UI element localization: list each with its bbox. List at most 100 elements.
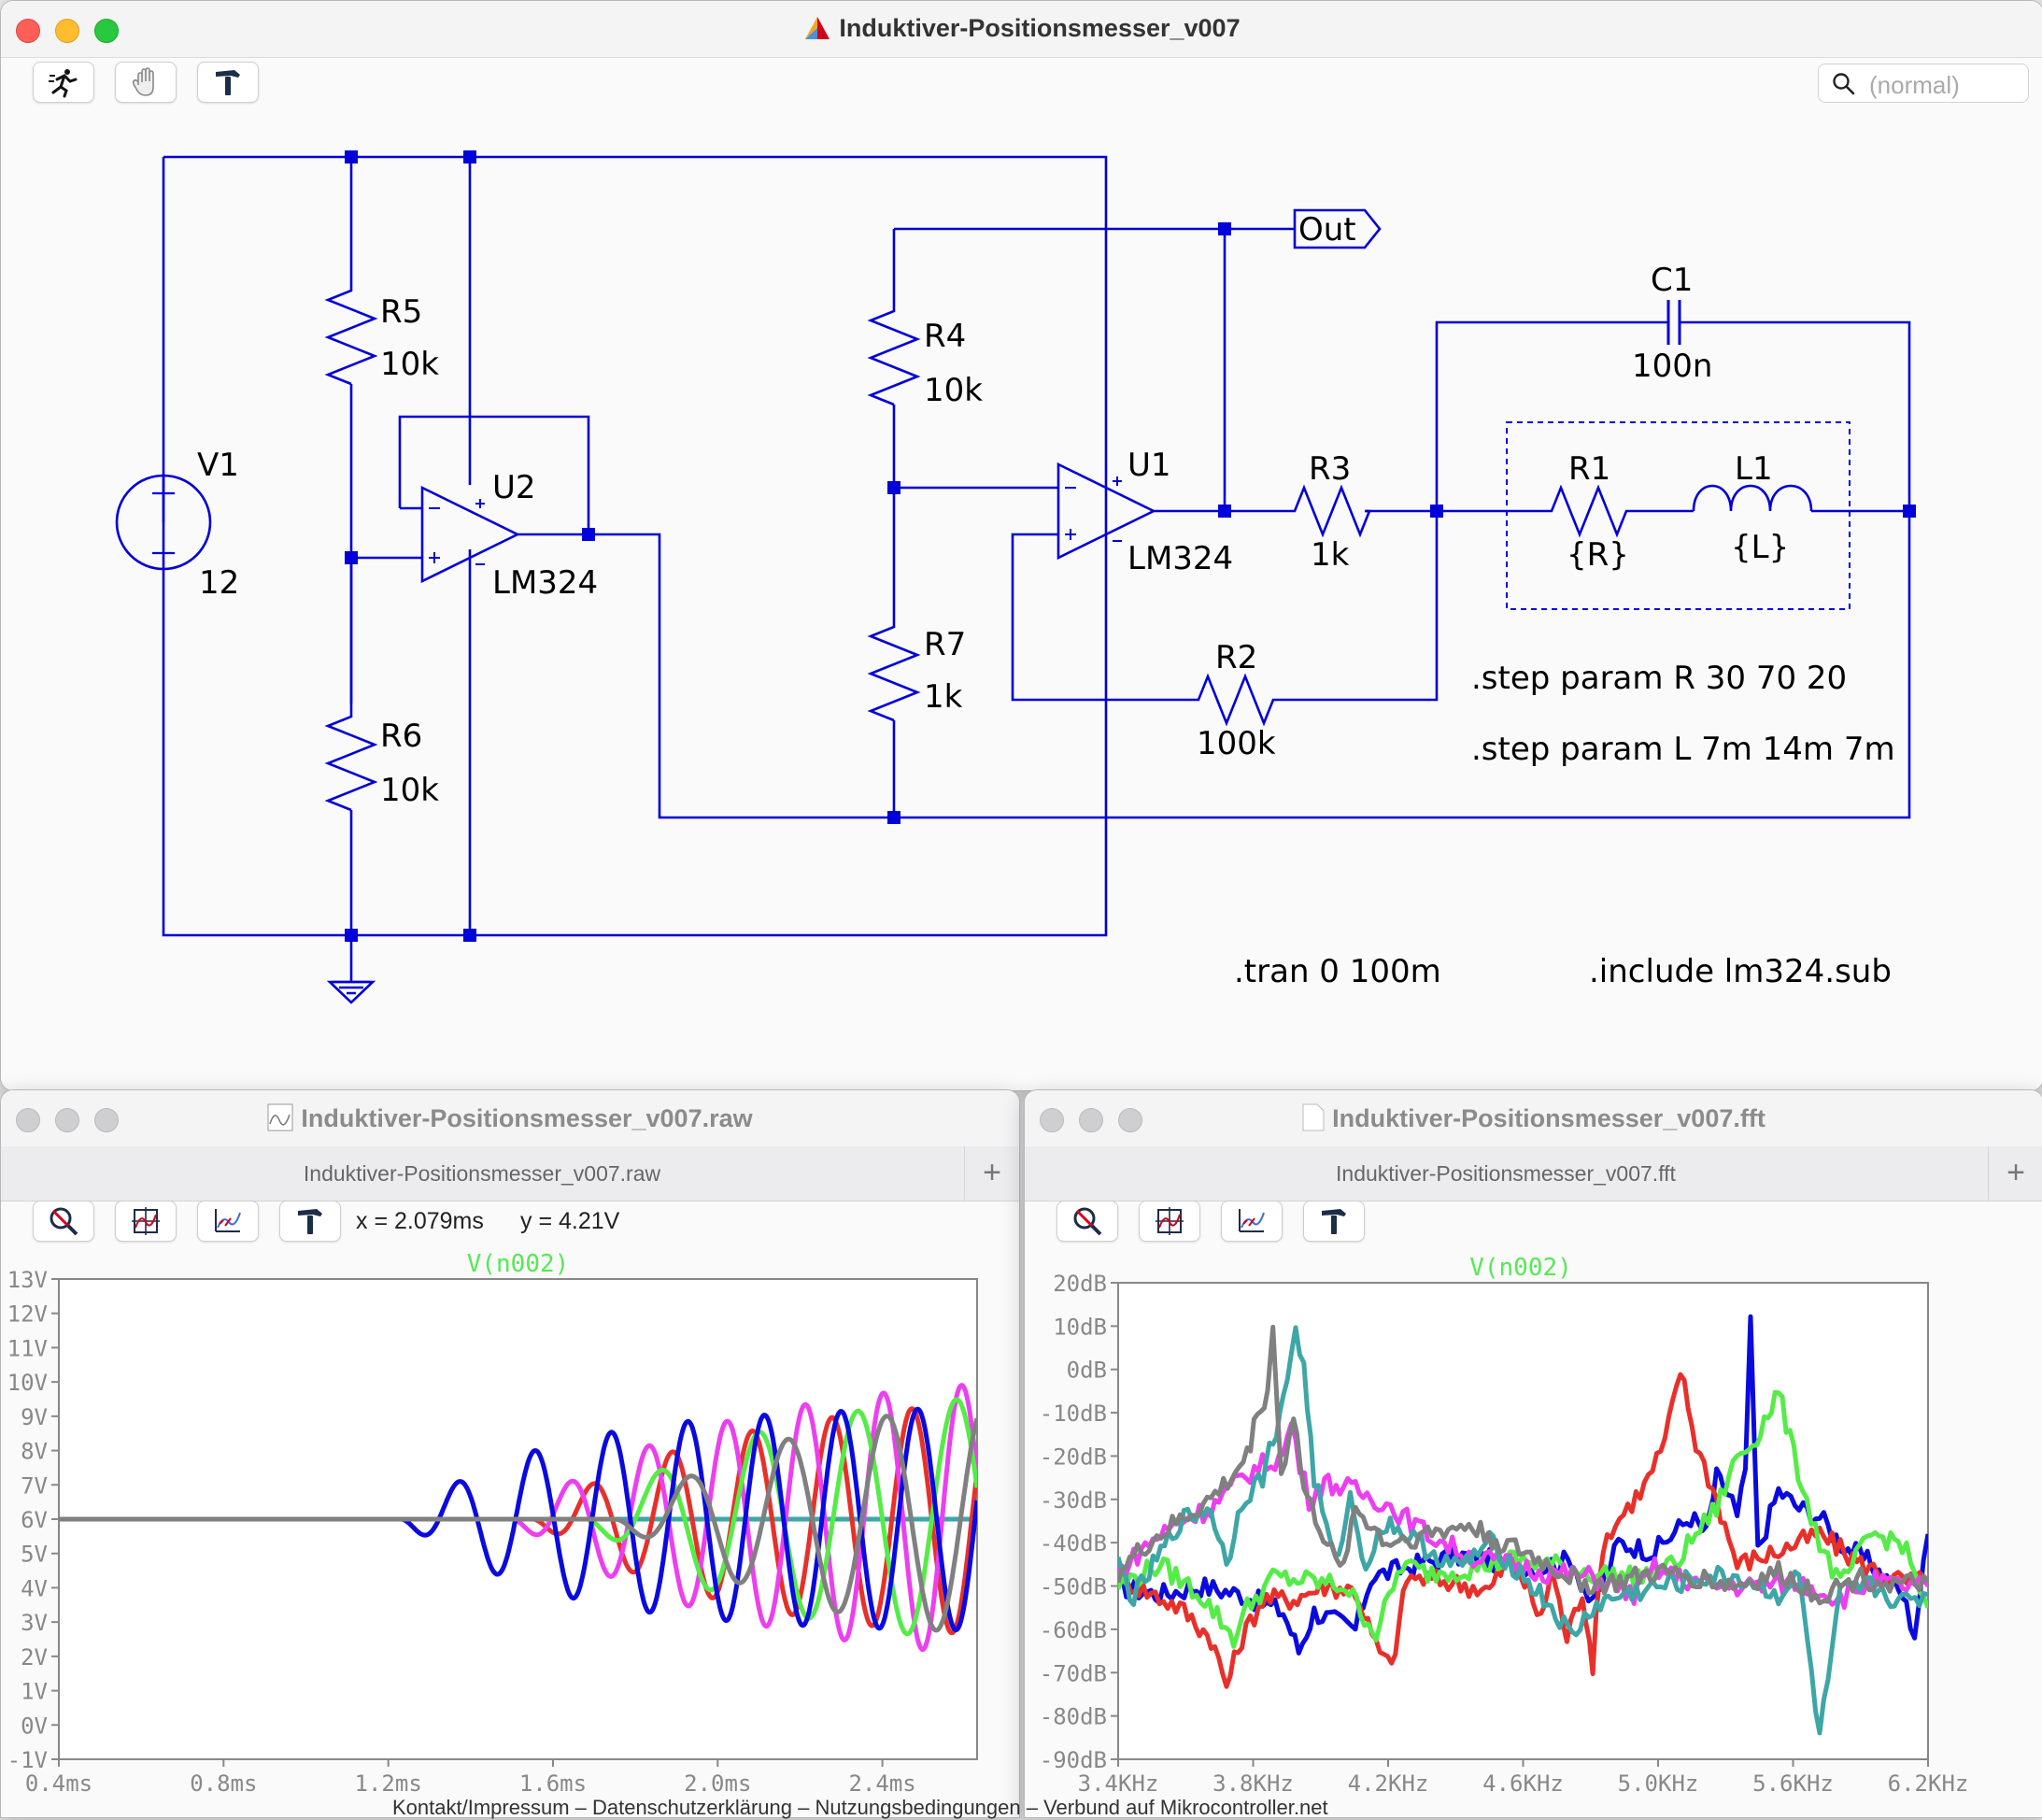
u1-opamp[interactable] (1056, 462, 1156, 561)
waveform-title-bar[interactable]: Induktiver-Positionsmesser_v007.raw (1, 1090, 1019, 1147)
page-footer-links[interactable]: Kontakt/Impressum – Datenschutzerklärung… (392, 1796, 1328, 1819)
fft-close-button[interactable] (1040, 1108, 1064, 1132)
schematic-canvas[interactable]: V1 12 R5 10k R6 10k U2 LM324 R4 10k R7 1… (1, 113, 2042, 1085)
l1-value: {L} (1731, 529, 1789, 566)
step-param-l[interactable]: .step param L 7m 14m 7m (1471, 731, 1895, 768)
fft-pick-trace-button[interactable] (1221, 1201, 1283, 1242)
r5-symbol[interactable] (324, 281, 378, 386)
y-tick-label: 8V (21, 1439, 48, 1465)
r6-symbol[interactable] (324, 707, 378, 812)
x-tick-label: 0.4ms (25, 1770, 92, 1797)
r5-ref: R5 (380, 293, 422, 331)
waveform-zoom-button[interactable] (94, 1108, 119, 1132)
fft-title-text: Induktiver-Positionsmesser_v007.fft (1332, 1104, 1765, 1132)
r7-value: 1k (924, 678, 963, 716)
fft-title-bar[interactable]: Induktiver-Positionsmesser_v007.fft (1025, 1090, 2042, 1147)
waveform-close-button[interactable] (16, 1108, 40, 1132)
hammer-button[interactable] (197, 62, 259, 103)
fft-series-5[interactable] (1118, 1324, 1928, 1606)
fft-plot-area (1117, 1282, 1929, 1760)
u1-value: LM324 (1127, 540, 1233, 577)
l1-symbol[interactable] (1692, 484, 1813, 512)
r4-symbol[interactable] (867, 302, 921, 406)
waveform-hammer-button[interactable] (279, 1201, 341, 1242)
waveform-pick-trace-button[interactable] (197, 1201, 259, 1242)
zoom-button[interactable] (94, 19, 119, 43)
y-tick-label: 11V (7, 1335, 48, 1361)
fft-zoom-to-fit-button[interactable] (1056, 1201, 1118, 1242)
waveform-minimize-button[interactable] (55, 1108, 79, 1132)
fft-x-tick-label: 4.2KHz (1348, 1770, 1429, 1797)
parameter-box (1506, 421, 1851, 610)
autorange-icon (132, 1207, 160, 1235)
fft-y-tick-label: -40dB (1040, 1530, 1107, 1557)
minimize-button[interactable] (55, 19, 79, 43)
pick-trace-icon (215, 1209, 241, 1232)
r3-symbol[interactable] (1285, 484, 1371, 538)
pick-trace-icon (1239, 1209, 1265, 1232)
window-controls (16, 19, 119, 43)
close-button[interactable] (16, 19, 40, 43)
include-directive[interactable]: .include lm324.sub (1589, 953, 1892, 990)
schematic-window: Induktiver-Positionsmesser_v007 (normal) (0, 0, 2042, 1091)
waveform-zoom-to-fit-button[interactable] (33, 1201, 94, 1242)
fft-x-tick-label: 3.4KHz (1078, 1770, 1159, 1797)
search-icon (1833, 73, 1855, 95)
ltspice-app-icon (805, 17, 830, 39)
window-title: Induktiver-Positionsmesser_v007 (1, 14, 2042, 43)
r1-ref: R1 (1568, 450, 1610, 488)
r3-ref: R3 (1309, 450, 1351, 488)
fft-x-tick-label: 5.0KHz (1618, 1770, 1699, 1797)
u2-opamp[interactable] (420, 485, 520, 584)
fft-series-1[interactable] (1118, 1372, 1928, 1689)
fft-plot[interactable]: V(n002)-90dB-80dB-70dB-60dB-50dB-40dB-30… (1025, 1247, 2042, 1817)
r1-symbol[interactable] (1542, 484, 1636, 538)
waveform-autorange-button[interactable] (115, 1201, 177, 1242)
waveform-window: Induktiver-Positionsmesser_v007.raw Indu… (0, 1089, 1020, 1818)
waveform-title-text: Induktiver-Positionsmesser_v007.raw (301, 1104, 753, 1132)
halt-button[interactable] (115, 62, 177, 103)
y-tick-label: 10V (7, 1370, 48, 1396)
fft-y-tick-label: -90dB (1040, 1747, 1107, 1773)
r1-value: {R} (1567, 536, 1629, 574)
out-port[interactable] (1293, 208, 1382, 249)
fft-hammer-button[interactable] (1303, 1201, 1365, 1242)
r3-value: 1k (1311, 536, 1350, 574)
fft-series-4[interactable] (1118, 1325, 1928, 1736)
r6-value: 10k (380, 772, 439, 809)
fft-y-tick-label: 20dB (1053, 1271, 1107, 1297)
out-label: Out (1298, 211, 1356, 249)
v1-source[interactable] (115, 474, 212, 571)
fft-y-tick-label: 10dB (1053, 1314, 1107, 1340)
fft-zoom-button[interactable] (1118, 1108, 1142, 1132)
r2-symbol[interactable] (1189, 673, 1283, 727)
x-tick-label: 1.6ms (519, 1770, 587, 1797)
run-button[interactable] (33, 62, 94, 103)
fft-trace-label[interactable]: V(n002) (1469, 1254, 1572, 1282)
fft-x-tick-label: 3.8KHz (1212, 1770, 1294, 1797)
step-param-r[interactable]: .step param R 30 70 20 (1471, 660, 1847, 697)
hammer-icon (216, 70, 240, 95)
y-tick-label: 13V (7, 1267, 48, 1293)
run-icon (49, 69, 78, 98)
fft-tab[interactable]: Induktiver-Positionsmesser_v007.fft (1336, 1161, 1676, 1186)
waveform-trace-label[interactable]: V(n002) (467, 1250, 570, 1278)
title-bar[interactable]: Induktiver-Positionsmesser_v007 (1, 1, 2042, 58)
waveform-series-4[interactable] (59, 1414, 977, 1633)
fft-autorange-button[interactable] (1139, 1201, 1200, 1242)
ground-symbol (326, 980, 376, 1004)
fft-minimize-button[interactable] (1079, 1108, 1103, 1132)
waveform-new-tab-button[interactable]: + (964, 1146, 1019, 1201)
fft-window: Induktiver-Positionsmesser_v007.fft Indu… (1024, 1089, 2042, 1818)
tran-directive[interactable]: .tran 0 100m (1234, 953, 1441, 990)
waveform-tab-bar: Induktiver-Positionsmesser_v007.raw + (1, 1146, 1019, 1201)
fft-x-tick-label: 4.6KHz (1482, 1770, 1564, 1797)
search-field[interactable]: (normal) (1818, 64, 2029, 103)
r2-ref: R2 (1215, 639, 1257, 676)
r7-symbol[interactable] (867, 618, 921, 722)
fft-new-tab-button[interactable]: + (1988, 1146, 2042, 1201)
waveform-plot[interactable]: V(n002)-1V0V1V2V3V4V5V6V7V8V9V10V11V12V1… (1, 1247, 1019, 1817)
fft-y-tick-label: -70dB (1040, 1660, 1107, 1686)
waveform-tab[interactable]: Induktiver-Positionsmesser_v007.raw (303, 1161, 661, 1186)
c1-symbol[interactable] (1666, 300, 1681, 345)
